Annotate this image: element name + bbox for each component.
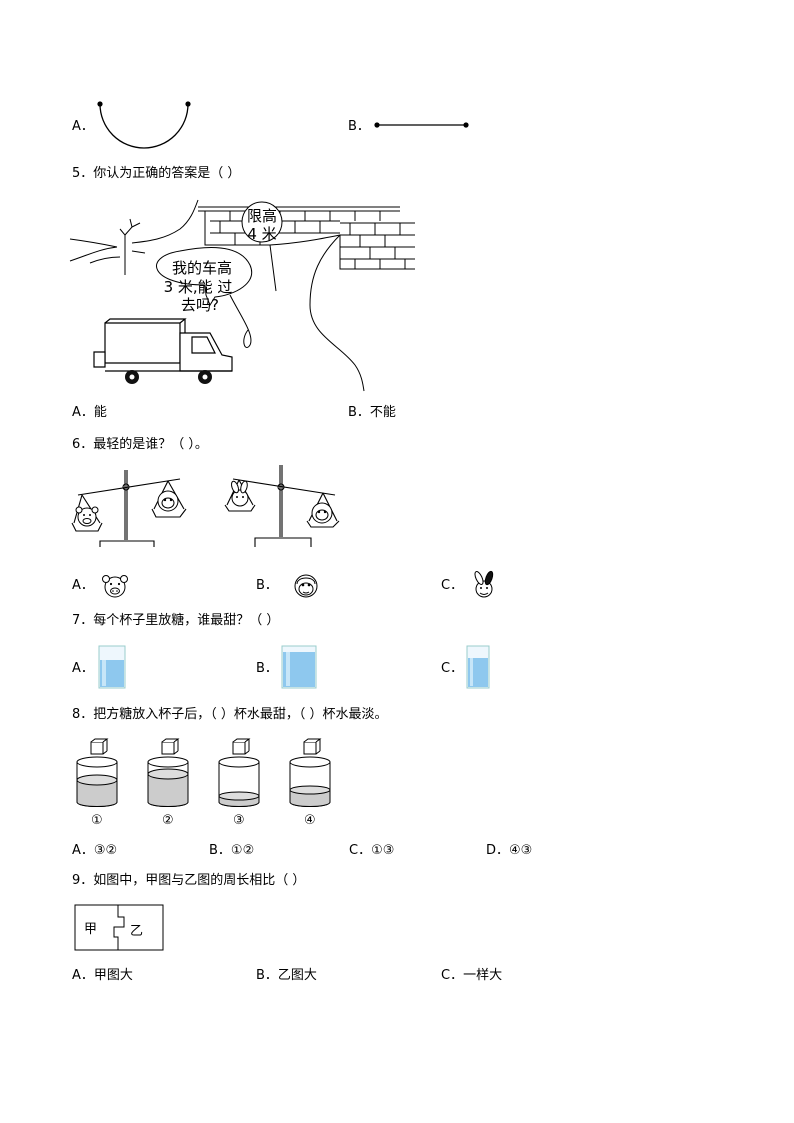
cup-a-icon — [98, 645, 126, 689]
label-jia: 甲 — [84, 922, 97, 937]
q6-question: 6．最轻的是谁？（ ）。 — [72, 437, 208, 452]
q6-option-a-label[interactable]: A． — [72, 578, 94, 593]
balance-scale-2 — [224, 465, 340, 547]
arc-figure — [97, 101, 191, 149]
bubble-text-2: 3 米,能 过 — [164, 278, 233, 296]
bubble-text-3: 去吗? — [181, 296, 219, 314]
cup-label-4: ④ — [304, 813, 316, 828]
q5-question: 5．你认为正确的答案是（ ） — [72, 166, 241, 181]
truck-bridge-illustration: 限高 4 米 我的车高 3 米,能 过 去吗? — [69, 199, 415, 392]
balance-scale-1 — [71, 470, 187, 547]
q7-question: 7．每个杯子里放糖，谁最甜？（ ） — [72, 613, 280, 628]
q7-option-c-label[interactable]: C． — [441, 661, 464, 676]
q9-option-b[interactable]: B．乙图大 — [256, 968, 317, 983]
q5-option-a[interactable]: A．能 — [72, 405, 107, 420]
q8-option-a[interactable]: A．③② — [72, 843, 118, 858]
q8-option-d[interactable]: D．④③ — [486, 843, 533, 858]
sign-text-2: 4 米 — [247, 225, 276, 243]
q9-question: 9．如图中，甲图与乙图的周长相比（ ） — [72, 873, 306, 888]
cup-label-3: ③ — [233, 813, 245, 828]
q7-option-b-label[interactable]: B． — [256, 661, 278, 676]
bubble-text-1: 我的车高 — [172, 259, 232, 277]
q6-option-c-label[interactable]: C． — [441, 578, 464, 593]
q8-option-b[interactable]: B．①② — [209, 843, 255, 858]
cup-label-1: ① — [91, 813, 103, 828]
monkey-icon — [294, 574, 318, 598]
q6-option-b-label[interactable]: B． — [256, 578, 278, 593]
q8-option-c[interactable]: C．①③ — [349, 843, 395, 858]
sugar-cups-figure — [76, 738, 331, 807]
label-yi: 乙 — [130, 924, 143, 939]
line-segment-figure — [374, 122, 469, 128]
q5-option-b[interactable]: B．不能 — [348, 405, 396, 420]
cup-label-2: ② — [162, 813, 174, 828]
q4-option-b-label[interactable]: B． — [348, 119, 370, 134]
cup-b-icon — [281, 645, 317, 689]
q8-question: 8．把方糖放入杯子后，（ ）杯水最甜，（ ）杯水最淡。 — [72, 707, 388, 722]
perimeter-figure: 甲 乙 — [74, 904, 164, 951]
sign-text-1: 限高 — [247, 207, 277, 225]
q9-option-c[interactable]: C．一样大 — [441, 968, 503, 983]
q7-option-a-label[interactable]: A． — [72, 661, 94, 676]
q9-option-a[interactable]: A．甲图大 — [72, 968, 133, 983]
cup-c-icon — [466, 645, 490, 689]
pig-icon — [102, 575, 128, 598]
rabbit-icon — [474, 570, 494, 598]
q4-option-a-label[interactable]: A． — [72, 119, 94, 134]
